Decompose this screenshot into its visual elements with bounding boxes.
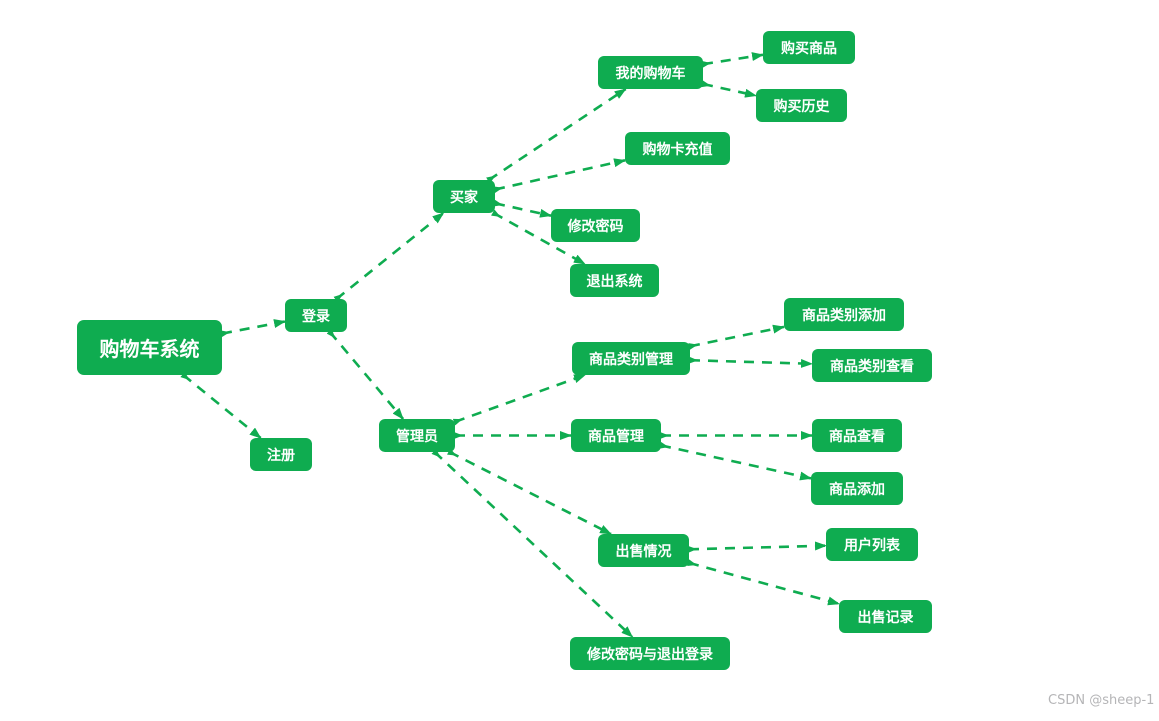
node-sales-records[interactable]: 出售记录	[839, 600, 932, 633]
edge-product-mgmt-to-product-add	[659, 441, 812, 481]
node-exit-system[interactable]: 退出系统	[570, 264, 659, 297]
node-buy-history[interactable]: 购买历史	[756, 89, 847, 122]
node-product-mgmt[interactable]: 商品管理	[571, 419, 661, 452]
node-category-mgmt[interactable]: 商品类别管理	[572, 342, 690, 375]
node-admin[interactable]: 管理员	[379, 419, 455, 452]
edge-category-mgmt-to-category-view	[688, 356, 813, 368]
node-category-view[interactable]: 商品类别查看	[812, 349, 932, 382]
edge-login-to-admin	[326, 328, 405, 420]
watermark: CSDN @sheep-1	[1048, 693, 1155, 708]
node-login[interactable]: 登录	[285, 299, 347, 332]
edge-my-cart-to-buy-goods	[701, 52, 764, 68]
node-user-list[interactable]: 用户列表	[826, 528, 918, 561]
node-category-add[interactable]: 商品类别添加	[784, 298, 904, 331]
edge-sales-status-to-sales-records	[687, 559, 840, 606]
edge-buyer-to-card-recharge	[493, 158, 626, 194]
edge-root-to-login	[220, 319, 286, 338]
edge-buyer-to-change-password	[493, 199, 552, 218]
edge-buyer-to-my-cart	[486, 87, 627, 184]
edge-login-to-buyer	[333, 211, 445, 303]
edge-admin-to-category-mgmt	[452, 373, 587, 426]
node-buyer[interactable]: 买家	[433, 180, 495, 213]
node-card-recharge[interactable]: 购物卡充值	[625, 132, 730, 165]
edge-sales-status-to-user-list	[687, 541, 827, 553]
node-root[interactable]: 购物车系统	[77, 320, 222, 375]
edge-my-cart-to-buy-history	[701, 80, 757, 98]
node-product-view[interactable]: 商品查看	[812, 419, 902, 452]
edge-root-to-register	[180, 371, 262, 440]
node-sales-status[interactable]: 出售情况	[598, 534, 689, 567]
edge-admin-to-sales-status	[447, 448, 612, 536]
node-product-add[interactable]: 商品添加	[811, 472, 903, 505]
node-change-pwd-logout[interactable]: 修改密码与退出登录	[570, 637, 730, 670]
node-register[interactable]: 注册	[250, 438, 312, 471]
edge-category-mgmt-to-category-add	[688, 324, 785, 350]
node-my-cart[interactable]: 我的购物车	[598, 56, 703, 89]
node-buy-goods[interactable]: 购买商品	[763, 31, 855, 64]
node-change-password[interactable]: 修改密码	[551, 209, 640, 242]
